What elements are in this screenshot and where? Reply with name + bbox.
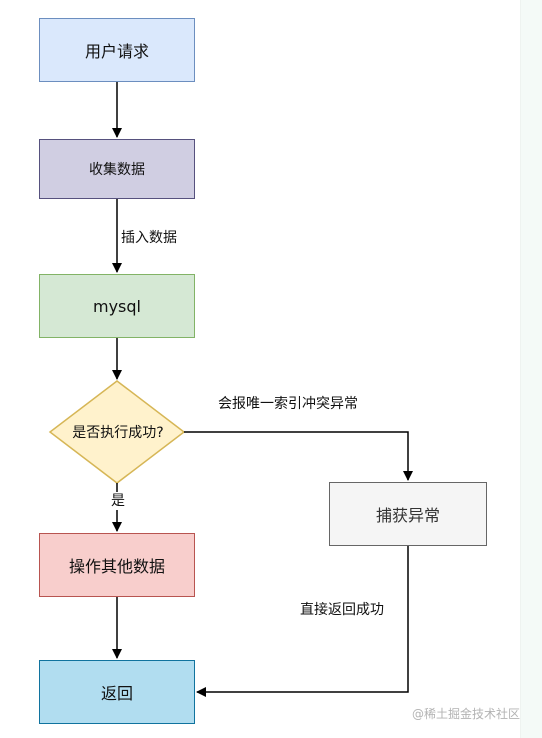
node-other-data-label: 操作其他数据 — [68, 557, 165, 576]
node-mysql-label: mysql — [93, 296, 141, 316]
edge-label-insert-data: 插入数据 — [121, 229, 177, 247]
edge-label-yes: 是 — [111, 492, 125, 510]
node-mysql: mysql — [39, 274, 195, 338]
node-return-label: 返回 — [100, 684, 133, 703]
node-user-request: 用户请求 — [39, 18, 195, 82]
edge-label-direct-success: 直接返回成功 — [300, 601, 384, 619]
decision-label: 是否执行成功? — [72, 425, 164, 441]
node-collect-data-label: 收集数据 — [89, 162, 145, 178]
node-other-data: 操作其他数据 — [39, 533, 195, 597]
node-catch-exception-label: 捕获异常 — [375, 506, 440, 525]
node-catch-exception: 捕获异常 — [329, 482, 487, 546]
node-user-request-label: 用户请求 — [84, 42, 149, 61]
node-return: 返回 — [39, 660, 195, 724]
edge-label-unique-conflict: 会报唯一索引冲突异常 — [218, 395, 358, 413]
right-side-strip — [520, 0, 542, 738]
watermark: @稀土掘金技术社区 — [412, 707, 521, 721]
edge-catch-to-return — [196, 546, 409, 697]
node-collect-data: 收集数据 — [39, 139, 195, 199]
edge-decision-to-catch — [184, 431, 413, 481]
